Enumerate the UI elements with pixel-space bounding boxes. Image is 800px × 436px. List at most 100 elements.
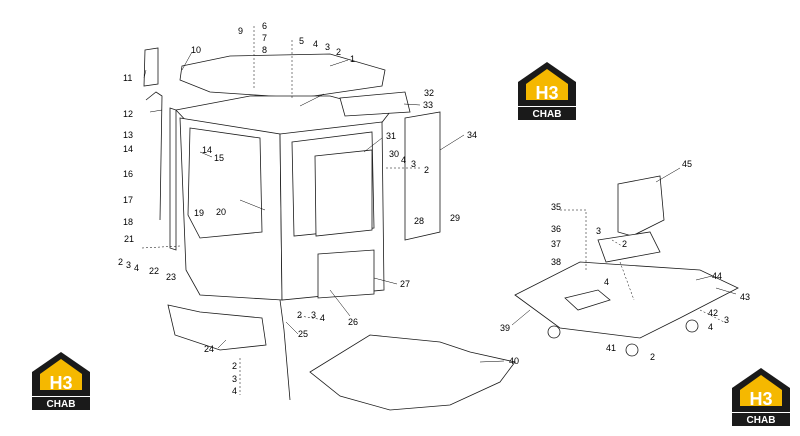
callout-38: 38 (551, 257, 561, 267)
callout-2-b: 2 (424, 165, 429, 175)
callout-11: 11 (123, 73, 132, 83)
callout-3-c: 3 (311, 310, 316, 320)
callout-44: 44 (712, 271, 722, 281)
mount-41b (625, 343, 639, 357)
callout-4-b: 4 (401, 155, 406, 165)
seat-back (617, 175, 665, 237)
mount-42 (685, 319, 699, 333)
callout-3-d: 3 (232, 374, 237, 384)
svg-text:H3: H3 (535, 83, 558, 103)
callout-4-f: 4 (708, 322, 713, 332)
callout-40: 40 (509, 356, 519, 366)
callout-24: 24 (204, 344, 214, 354)
house-logo-icon: H3 CHAB (732, 368, 790, 426)
watermark-logo-left: H3 CHAB (30, 350, 92, 412)
svg-text:CHAB: CHAB (47, 399, 76, 410)
callout-26: 26 (348, 317, 358, 327)
mirror-11 (143, 47, 159, 87)
callout-2: 2 (336, 47, 341, 57)
mount-41a (547, 325, 561, 339)
callout-20: 20 (216, 207, 226, 217)
callout-labels: 1 2 3 4 5 6 7 8 9 10 11 12 13 14 14 15 1… (118, 21, 750, 396)
callout-9: 9 (238, 26, 243, 36)
callout-3: 3 (325, 42, 330, 52)
callout-17: 17 (123, 195, 133, 205)
callout-15: 15 (214, 153, 224, 163)
svg-text:CHAB: CHAB (533, 109, 562, 120)
callout-2-d: 2 (232, 361, 237, 371)
callout-35: 35 (551, 202, 561, 212)
callout-3-b: 3 (411, 159, 416, 169)
callout-23: 23 (166, 272, 176, 282)
callout-31: 31 (386, 131, 396, 141)
callout-4-e: 4 (604, 277, 609, 287)
callout-3-a: 3 (126, 260, 131, 270)
seat-cushion (597, 231, 661, 263)
callout-16: 16 (123, 169, 133, 179)
house-logo-icon: H3 CHAB (32, 352, 90, 410)
rod-25 (279, 299, 291, 401)
callout-30: 30 (389, 149, 399, 159)
side-panel-34 (404, 111, 441, 241)
callout-25: 25 (298, 329, 308, 339)
callout-32: 32 (424, 88, 434, 98)
callout-43: 43 (740, 292, 750, 302)
callout-2-c: 2 (297, 310, 302, 320)
callout-1: 1 (350, 54, 355, 64)
callout-13: 13 (123, 130, 133, 140)
callout-3-f: 3 (724, 315, 729, 325)
callout-34: 34 (467, 130, 477, 140)
callout-2-f: 2 (650, 352, 655, 362)
leader-lines (141, 26, 737, 395)
callout-5: 5 (299, 36, 304, 46)
callout-19: 19 (194, 208, 204, 218)
callout-2-a: 2 (118, 257, 123, 267)
callout-3-e: 3 (596, 226, 601, 236)
watermark-logo-top: H3 CHAB (516, 60, 578, 122)
left-pillar (169, 107, 177, 251)
callout-10: 10 (191, 45, 201, 55)
floor-mat-40 (309, 334, 516, 411)
callout-22: 22 (149, 266, 159, 276)
callout-14b: 14 (202, 145, 212, 155)
house-logo-icon: H3 CHAB (518, 62, 576, 120)
callout-8: 8 (262, 45, 267, 55)
rear-panel (339, 91, 411, 117)
plate-opening (564, 289, 611, 311)
callout-21: 21 (124, 234, 134, 244)
callout-37: 37 (551, 239, 561, 249)
callout-27: 27 (400, 279, 410, 289)
panel-31 (314, 149, 373, 237)
step-24 (167, 304, 267, 351)
callout-4: 4 (313, 39, 318, 49)
callout-4-a: 4 (134, 263, 139, 273)
callout-41: 41 (606, 343, 616, 353)
callout-28: 28 (414, 216, 424, 226)
svg-text:CHAB: CHAB (747, 415, 776, 426)
handrail-12 (145, 91, 163, 221)
callout-6: 6 (262, 21, 267, 31)
callout-2-e: 2 (622, 239, 627, 249)
callout-29: 29 (450, 213, 460, 223)
callout-45: 45 (682, 159, 692, 169)
front-window (187, 127, 263, 239)
callout-12: 12 (123, 109, 133, 119)
panel-27 (317, 249, 375, 299)
callout-39: 39 (500, 323, 510, 333)
callout-7: 7 (262, 33, 267, 43)
callout-42: 42 (708, 308, 718, 318)
watermark-logo-right: H3 CHAB (730, 366, 792, 428)
callout-14: 14 (123, 144, 133, 154)
cab-front (179, 117, 283, 301)
floor-plate-39 (514, 261, 739, 339)
callout-4-c: 4 (320, 313, 325, 323)
side-window (291, 131, 375, 237)
callout-36: 36 (551, 224, 561, 234)
callout-33: 33 (423, 100, 433, 110)
svg-text:H3: H3 (749, 389, 772, 409)
svg-text:H3: H3 (49, 373, 72, 393)
callout-18: 18 (123, 217, 133, 227)
callout-4-d: 4 (232, 386, 237, 396)
